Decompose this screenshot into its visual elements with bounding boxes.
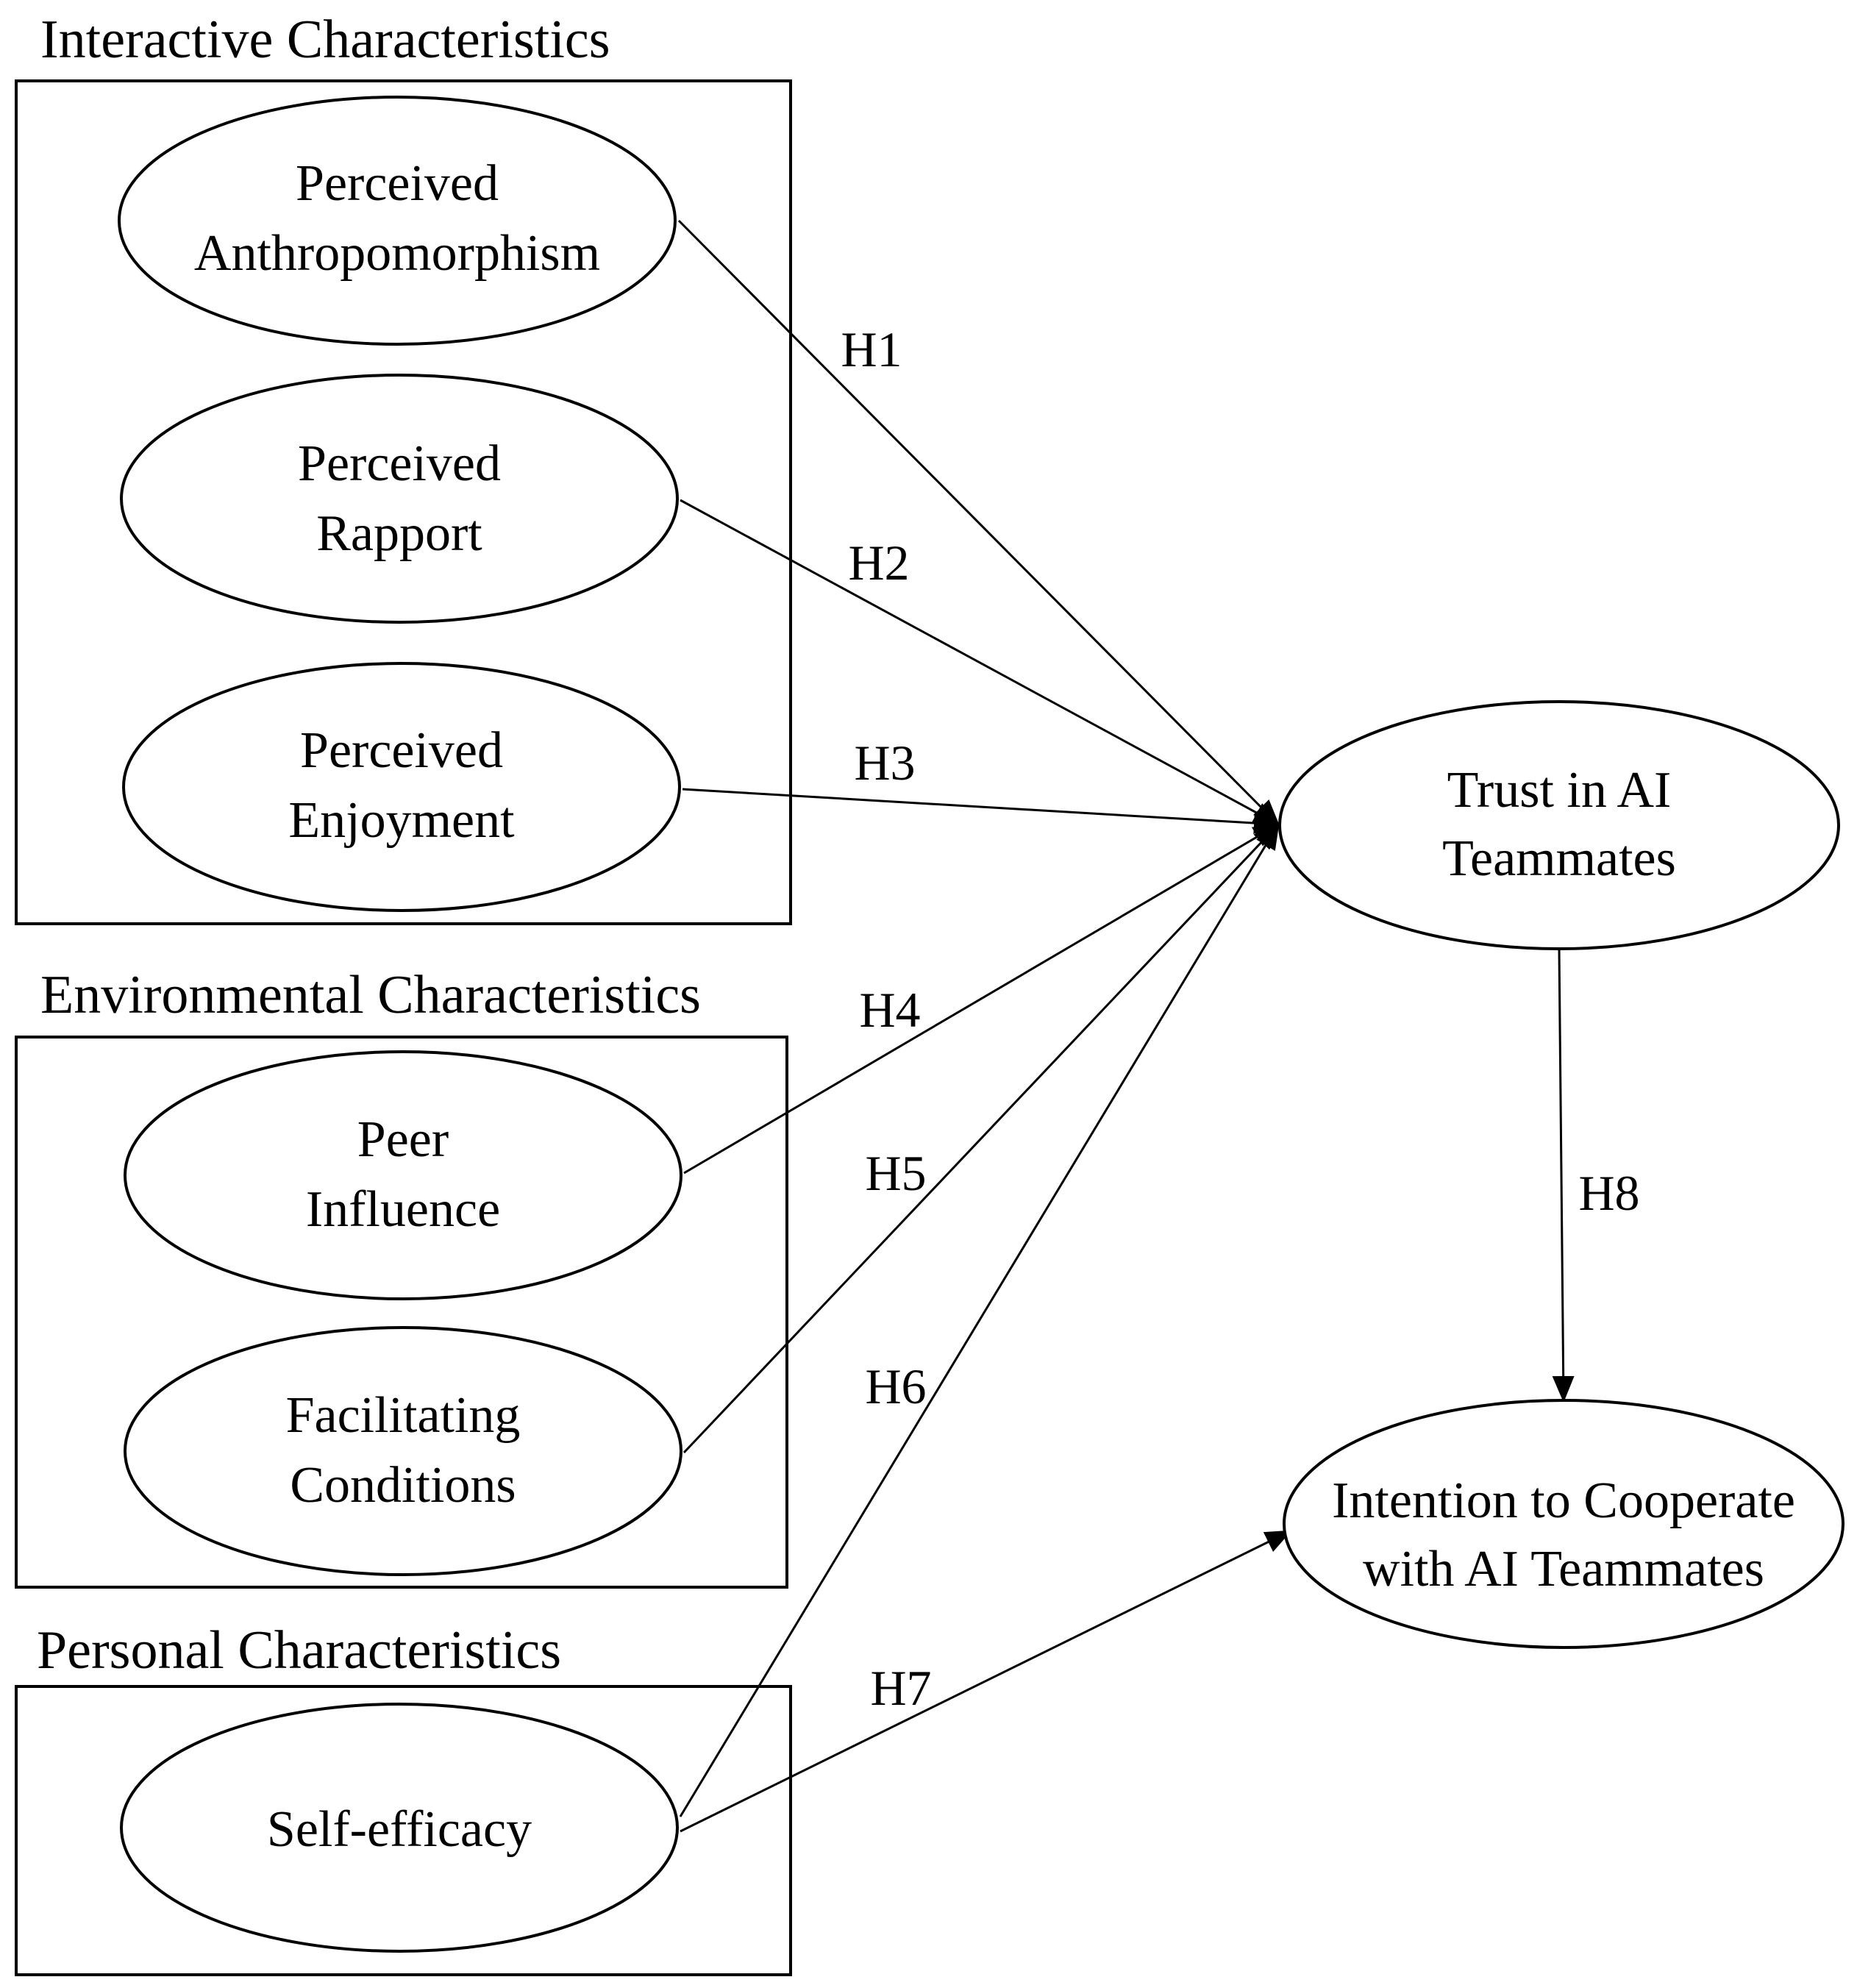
edge-h2 (680, 499, 1280, 826)
node-label-line2: with AI Teammates (1363, 1541, 1764, 1597)
node-label-line2: Influence (306, 1181, 500, 1238)
node-intention-to-cooperate: Intention to Cooperate with AI Teammates (1283, 1399, 1844, 1649)
node-label-line1: Peer (357, 1111, 449, 1168)
edge-h5 (682, 822, 1280, 1454)
edge-h7 (680, 1530, 1292, 1833)
group-box-interactive (15, 79, 792, 925)
edge-label-h7: H7 (870, 1660, 931, 1716)
edge-label-h6: H6 (865, 1358, 926, 1414)
node-perceived-anthropomorphism: Perceived Anthropomorphism (118, 96, 677, 346)
group-title-interactive: Interactive Characteristics (40, 10, 610, 70)
node-perceived-enjoyment: Perceived Enjoyment (122, 662, 681, 912)
group-title-personal: Personal Characteristics (37, 1620, 561, 1681)
node-label-line1: Perceived (298, 435, 501, 492)
edge-h3 (682, 788, 1280, 835)
node-label-line2: Conditions (290, 1457, 516, 1514)
node-peer-influence: Peer Influence (124, 1050, 682, 1300)
edge-h8 (1552, 948, 1575, 1403)
node-label-line1: Self-efficacy (267, 1801, 532, 1858)
group-box-personal (15, 1685, 792, 1976)
node-label-line2: Enjoyment (288, 792, 515, 849)
group-box-environmental (15, 1036, 788, 1589)
edge-h1 (677, 219, 1280, 827)
edge-label-h8: H8 (1578, 1165, 1639, 1221)
edge-label-h3: H3 (854, 735, 915, 791)
node-label-line1: Trust in AI (1447, 762, 1672, 819)
node-label-line1: Facilitating (286, 1387, 521, 1444)
edge-label-h4: H4 (859, 982, 920, 1038)
group-title-environmental: Environmental Characteristics (40, 965, 701, 1025)
node-label-line2: Anthropomorphism (194, 225, 600, 282)
node-trust-in-ai-teammates: Trust in AI Teammates (1278, 700, 1840, 950)
edge-h4 (683, 823, 1280, 1175)
edge-label-h2: H2 (848, 535, 909, 591)
node-self-efficacy: Self-efficacy (120, 1703, 679, 1953)
edge-h6 (679, 822, 1280, 1817)
edge-label-h5: H5 (865, 1145, 926, 1201)
node-label-line2: Rapport (316, 505, 482, 562)
node-facilitating-conditions: Facilitating Conditions (124, 1326, 682, 1576)
node-label-line1: Perceived (296, 155, 499, 212)
node-perceived-rapport: Perceived Rapport (120, 374, 679, 624)
node-label-line1: Perceived (300, 722, 503, 779)
node-label-line1: Intention to Cooperate (1332, 1472, 1795, 1529)
edge-label-h1: H1 (841, 321, 902, 377)
node-label-line2: Teammates (1442, 830, 1676, 887)
